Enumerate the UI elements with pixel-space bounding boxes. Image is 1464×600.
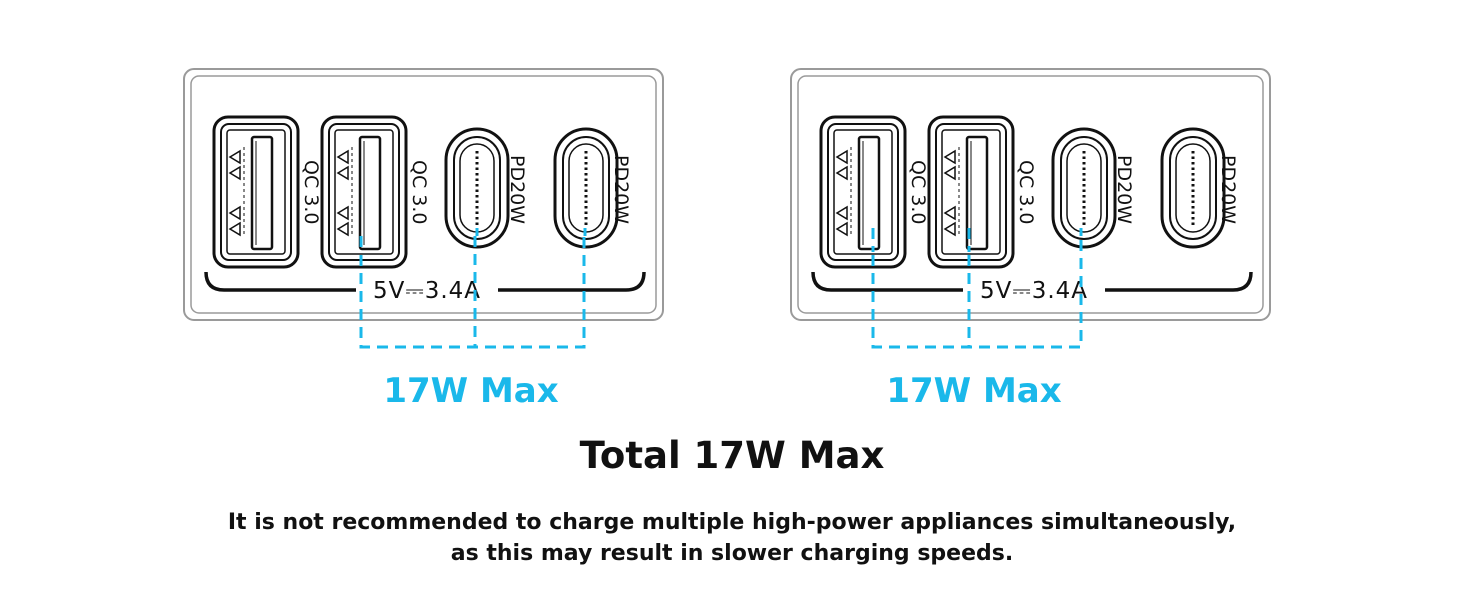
panel-outer-frame [790,68,1271,321]
usb-c-port [1160,127,1226,249]
port-label: QC 3.0 [408,160,430,224]
usb-a-port [320,115,408,269]
charger-panel-left: QC 3.0 QC 3.0 PD20W PD20W 5V⎓3.4A 17W Ma… [183,68,664,411]
usb-c-port [1051,127,1117,249]
panel-outer-frame [183,68,664,321]
port-label: QC 3.0 [300,160,322,224]
output-spec-label: 5V⎓3.4A [373,278,481,304]
charger-diagram: QC 3.0 QC 3.0 PD20W PD20W 5V⎓3.4A 17W Ma… [183,68,1271,411]
panel-inner-frame [190,75,657,314]
usb-a-port [819,115,907,269]
total-output-heading: Total 17W Max [579,434,885,477]
usb-a-port [212,115,300,269]
output-spec-label: 5V⎓3.4A [980,278,1088,304]
port-group-bracket [811,271,1253,292]
max-output-label: 17W Max [886,371,1061,411]
charger-panel-right: QC 3.0 QC 3.0 PD20W PD20W 5V⎓3.4A 17W Ma… [790,68,1271,411]
port-label: QC 3.0 [907,160,929,224]
port-label: PD20W [1113,155,1135,224]
combined-port-connector [359,228,587,349]
combined-port-connector [871,228,1083,349]
usb-a-port [927,115,1015,269]
usage-note-line: It is not recommended to charge multiple… [227,510,1237,535]
usage-note: It is not recommended to charge multiple… [0,507,1464,569]
usage-note-line: as this may result in slower charging sp… [450,541,1014,566]
max-output-label: 17W Max [383,371,558,411]
port-group-bracket [204,271,646,292]
port-label: QC 3.0 [1015,160,1037,224]
port-label: PD20W [1217,155,1239,224]
port-label: PD20W [610,155,632,224]
port-label: PD20W [506,155,528,224]
panel-inner-frame [797,75,1264,314]
